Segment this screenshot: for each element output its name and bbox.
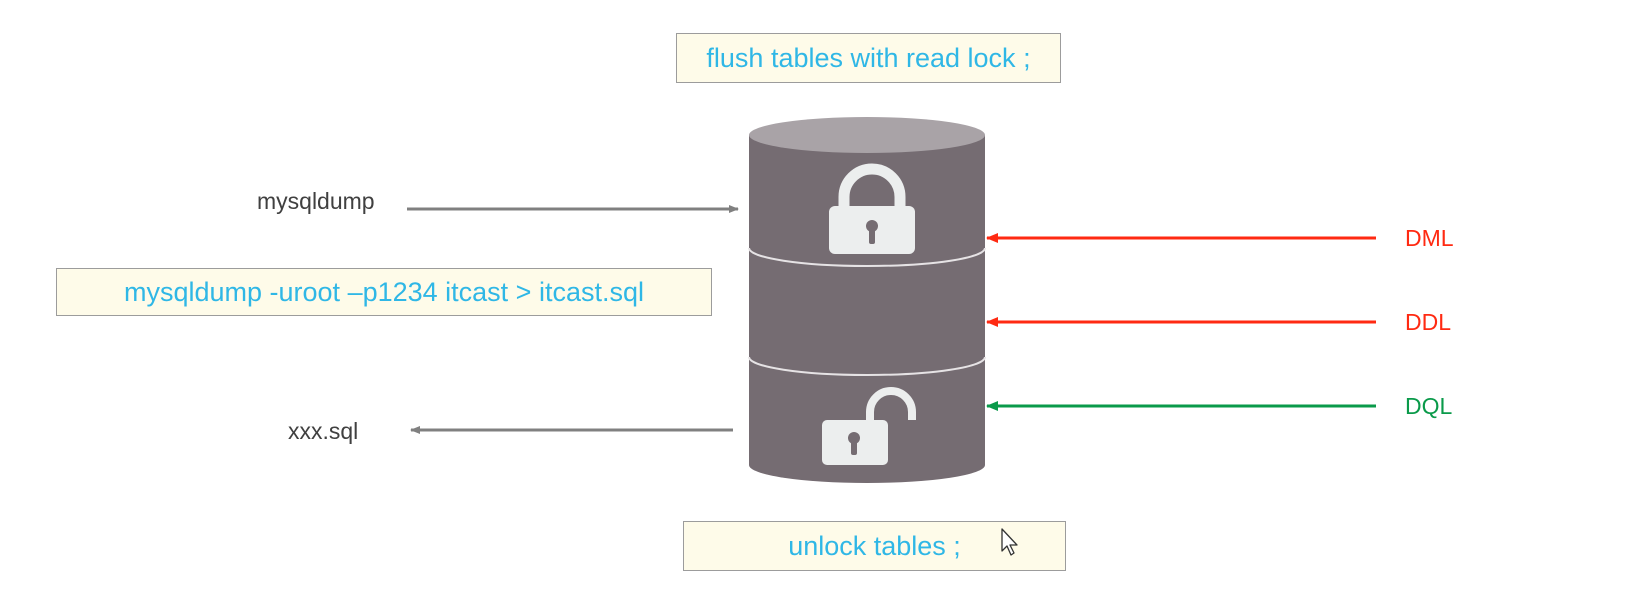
mysqldump-label: mysqldump: [257, 188, 375, 214]
database-top: [749, 117, 985, 153]
database-cylinder: [748, 117, 986, 483]
dql-label: DQL: [1405, 393, 1453, 419]
dump-command-text: mysqldump -uroot –p1234 itcast > itcast.…: [123, 276, 644, 307]
lock-command-box: flush tables with read lock ;: [676, 33, 1061, 83]
unlock-command-text: unlock tables ;: [788, 530, 961, 561]
dml-label: DML: [1405, 225, 1454, 251]
cursor-icon: [1001, 528, 1018, 556]
ddl-label: DDL: [1405, 309, 1452, 335]
lock-closed-icon: [829, 163, 915, 254]
lock-command-text: flush tables with read lock ;: [706, 42, 1031, 73]
database-divider-lower: [748, 356, 986, 376]
lock-open-icon: [822, 387, 916, 465]
database-divider-upper: [748, 247, 986, 267]
output-file-label: xxx.sql: [288, 418, 359, 444]
dump-command-box: mysqldump -uroot –p1234 itcast > itcast.…: [56, 268, 712, 316]
